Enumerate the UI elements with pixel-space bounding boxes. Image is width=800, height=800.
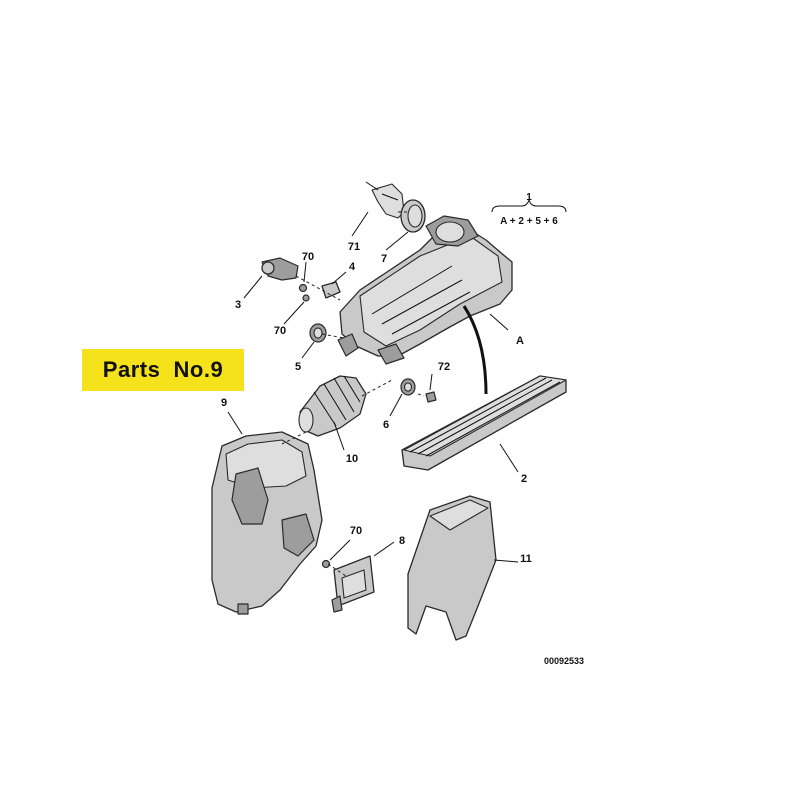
filter-housing-cover [337, 215, 513, 365]
parts-number-badge: Parts No.9 [82, 349, 244, 391]
sensor-connector-3 [261, 257, 299, 281]
lower-housing-9 [211, 431, 323, 615]
kit-bracket [491, 198, 567, 213]
callout-4: 4 [349, 261, 356, 273]
callout-7: 7 [381, 253, 387, 265]
mounting-bracket-8 [331, 555, 375, 613]
clip-4 [321, 281, 341, 299]
seal-ring-7 [400, 199, 426, 233]
callout-9: 9 [221, 397, 227, 409]
callout-11: 11 [520, 553, 532, 565]
callout-6: 6 [383, 419, 389, 431]
hose-clamp-71 [365, 181, 405, 219]
callout-5: 5 [295, 361, 301, 373]
diagram-reference-code: 00092533 [544, 656, 584, 666]
kit-formula: A + 2 + 5 + 6 [500, 216, 558, 227]
callout-70-lower: 70 [350, 525, 362, 537]
callout-2: 2 [521, 473, 527, 485]
kit-number: 1 [526, 192, 532, 203]
grommet-5 [309, 323, 327, 343]
screw-70-lower [321, 559, 331, 569]
callout-71: 71 [348, 241, 360, 253]
screw-72 [425, 391, 437, 403]
callout-70-mid: 70 [274, 325, 286, 337]
callout-10: 10 [346, 453, 358, 465]
callout-70-upper: 70 [302, 251, 314, 263]
bellows-hose-10 [298, 375, 367, 437]
grommet-6 [400, 378, 416, 396]
air-filter-element-2 [401, 375, 567, 471]
callout-3: 3 [235, 299, 241, 311]
callout-72: 72 [438, 361, 450, 373]
callout-8: 8 [399, 535, 405, 547]
heat-shield-11 [407, 495, 497, 641]
screw-70-upper [298, 283, 310, 302]
callout-A: A [516, 335, 524, 347]
